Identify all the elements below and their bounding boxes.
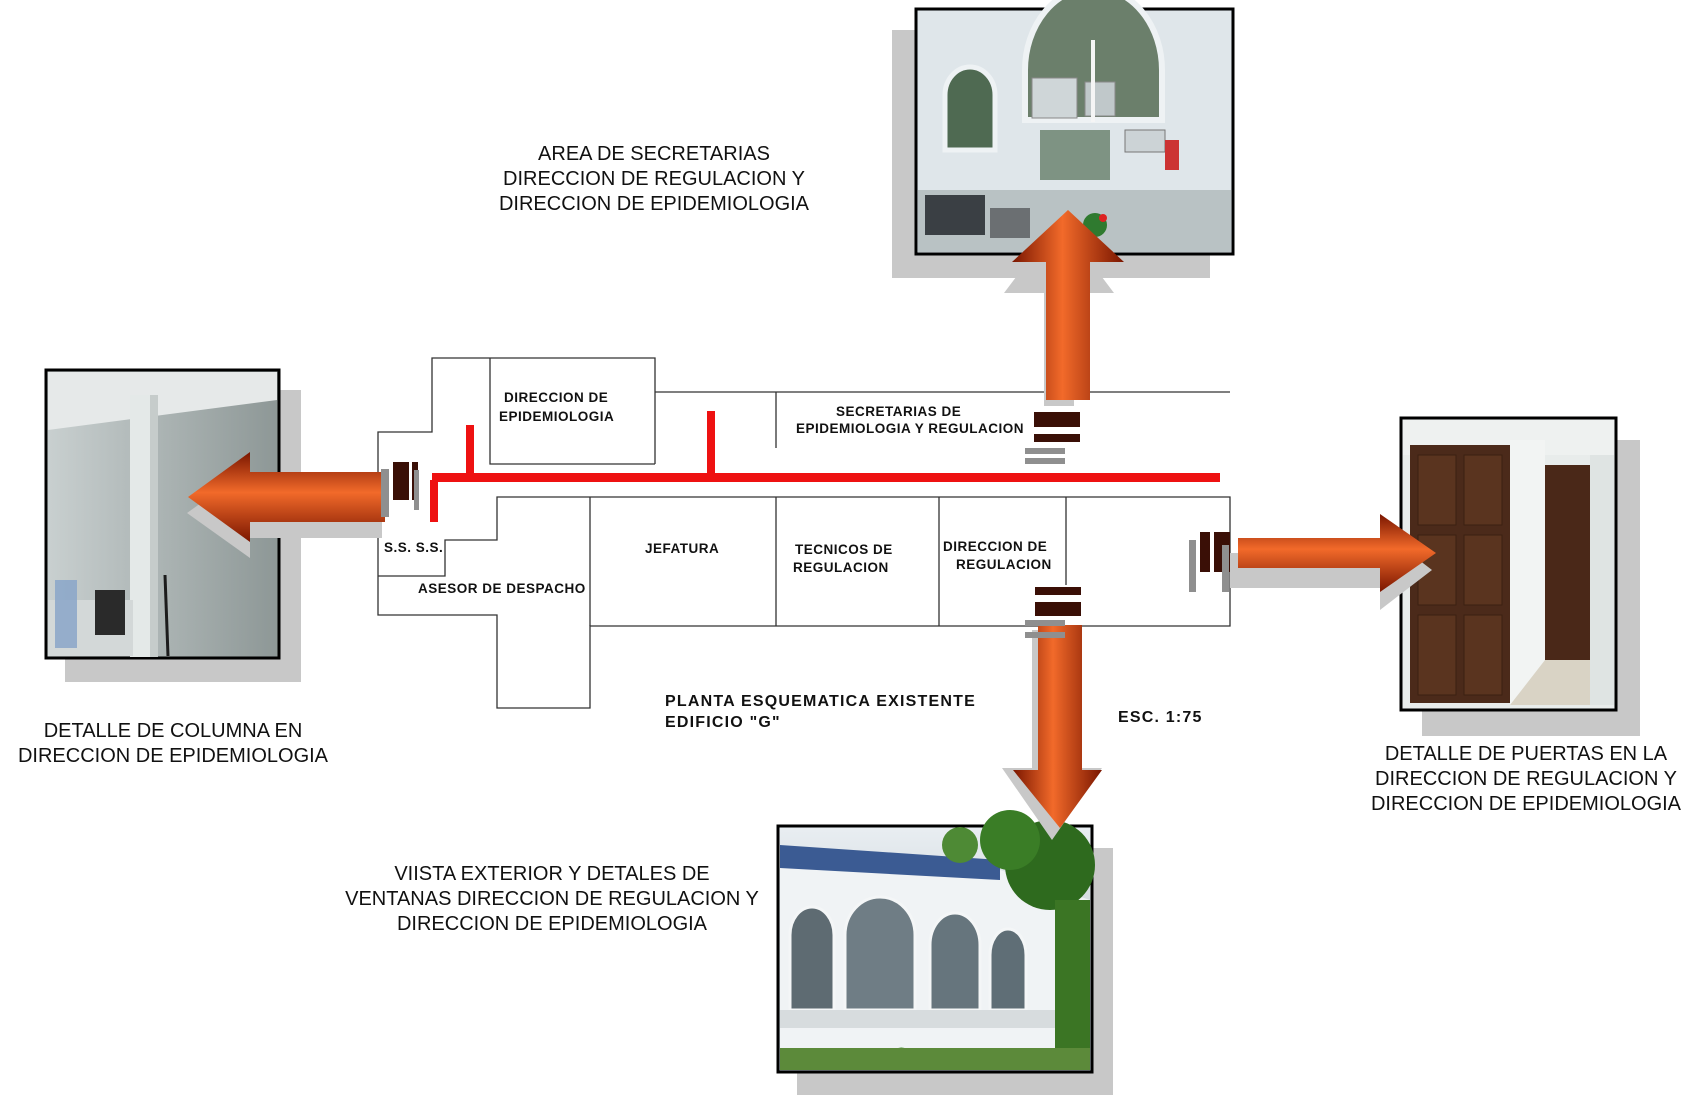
caption-right: DETALLE DE PUERTAS EN LA DIRECCION DE RE… xyxy=(1371,743,1682,815)
room-asesor: ASESOR DE DESPACHO xyxy=(418,581,586,596)
door-marker-right xyxy=(1189,532,1230,592)
photo-content xyxy=(780,810,1095,1070)
room-secretarias-1: SECRETARIAS DE xyxy=(836,404,961,419)
plan-outline xyxy=(377,357,1231,709)
caption-left-line-2: DIRECCION DE EPIDEMIOLOGIA xyxy=(18,745,329,767)
room-direccion-regulacion-1: DIRECCION DE xyxy=(943,539,1047,554)
caption-right-line-1: DETALLE DE PUERTAS EN LA xyxy=(1385,743,1668,765)
plan-title: PLANTA ESQUEMATICA EXISTENTE EDIFICIO "G… xyxy=(665,693,1203,731)
room-labels: DIRECCION DE EPIDEMIOLOGIA SECRETARIAS D… xyxy=(384,390,1052,596)
plan-title-line-1: PLANTA ESQUEMATICA EXISTENTE xyxy=(665,693,976,710)
room-tecnicos-2: REGULACION xyxy=(793,560,889,575)
room-direccion-epidemiologia-1: DIRECCION DE xyxy=(504,390,608,405)
photo-content xyxy=(918,0,1231,252)
room-direccion-regulacion-2: REGULACION xyxy=(956,557,1052,572)
caption-right-line-2: DIRECCION DE REGULACION Y xyxy=(1375,768,1677,790)
door-marker-top xyxy=(1025,412,1080,464)
room-jefatura: JEFATURA xyxy=(645,541,719,556)
caption-top-line-3: DIRECCION DE EPIDEMIOLOGIA xyxy=(499,193,810,215)
photo-content xyxy=(48,372,277,657)
corridor-red-line xyxy=(430,411,1220,522)
plan-scale: ESC. 1:75 xyxy=(1118,709,1203,726)
room-tecnicos-1: TECNICOS DE xyxy=(795,542,893,557)
photo-content xyxy=(1403,420,1614,705)
caption-top-line-2: DIRECCION DE REGULACION Y xyxy=(503,168,805,190)
caption-bottom-line-3: DIRECCION DE EPIDEMIOLOGIA xyxy=(397,913,708,935)
caption-top: AREA DE SECRETARIAS DIRECCION DE REGULAC… xyxy=(499,143,810,215)
caption-bottom-line-2: VENTANAS DIRECCION DE REGULACION Y xyxy=(345,888,759,910)
photo-top-office xyxy=(892,0,1235,278)
room-ssss: S.S. S.S. xyxy=(384,540,443,555)
caption-bottom-line-1: VIISTA EXTERIOR Y DETALES DE xyxy=(394,863,709,885)
caption-bottom: VIISTA EXTERIOR Y DETALES DE VENTANAS DI… xyxy=(345,863,759,935)
arrow-right xyxy=(1230,514,1436,610)
room-secretarias-2: EPIDEMIOLOGIA Y REGULACION xyxy=(796,421,1024,436)
caption-top-line-1: AREA DE SECRETARIAS xyxy=(538,143,770,165)
door-marker-bottom xyxy=(1025,587,1081,638)
plan-title-line-2: EDIFICIO "G" xyxy=(665,714,781,731)
door-marker-left xyxy=(381,462,419,517)
room-direccion-epidemiologia-2: EPIDEMIOLOGIA xyxy=(499,409,614,424)
arrow-up xyxy=(1004,210,1124,406)
photo-right-doors xyxy=(1399,416,1640,736)
arrow-left xyxy=(187,452,385,558)
photo-bottom-exterior xyxy=(776,810,1113,1095)
arrow-down xyxy=(1002,625,1102,840)
caption-left: DETALLE DE COLUMNA EN DIRECCION DE EPIDE… xyxy=(18,720,329,767)
caption-left-line-1: DETALLE DE COLUMNA EN xyxy=(44,720,303,742)
caption-right-line-3: DIRECCION DE EPIDEMIOLOGIA xyxy=(1371,793,1682,815)
